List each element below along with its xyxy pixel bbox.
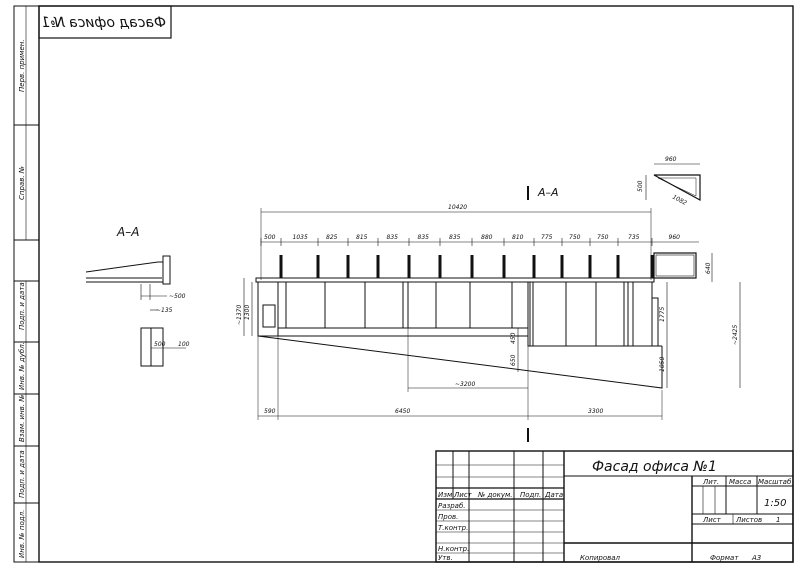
- segment-dim: 735: [628, 234, 640, 241]
- svg-text:Изм: Изм: [438, 491, 453, 499]
- svg-text:1300: 1300: [244, 305, 251, 320]
- segment-dim: 835: [387, 234, 399, 241]
- canopy-post: [407, 255, 411, 278]
- svg-text:650: 650: [510, 354, 517, 366]
- overall-dim: 10420: [448, 204, 467, 211]
- canopy-post: [588, 255, 592, 278]
- canopy-post: [376, 255, 380, 278]
- svg-text:Разраб.: Разраб.: [438, 502, 466, 510]
- svg-text:Лист: Лист: [453, 491, 473, 499]
- svg-text:Формат: Формат: [710, 554, 739, 562]
- segment-dim: 500: [264, 234, 276, 241]
- svg-text:№ докум.: № докум.: [477, 491, 513, 499]
- side-strip: Перв. примен. Справ. № Подп. и дата Инв.…: [13, 5, 40, 563]
- svg-text:~2425: ~2425: [732, 325, 739, 345]
- svg-text:3300: 3300: [588, 408, 603, 415]
- svg-text:Лист: Лист: [702, 516, 722, 524]
- mirrored-title-box: Фасад офиса №1: [38, 5, 172, 39]
- canopy-post: [560, 255, 564, 278]
- segment-dim: 825: [326, 234, 338, 241]
- strip-label: Инв. № подл.: [18, 510, 26, 558]
- segment-dim: 960: [669, 234, 681, 241]
- title-block-title: Фасад офиса №1: [592, 459, 717, 475]
- canopy-post: [470, 255, 474, 278]
- segment-dim: 810: [512, 234, 524, 241]
- canopy-post: [346, 255, 350, 278]
- section-label: А–А: [116, 225, 139, 239]
- svg-text:450: 450: [510, 332, 517, 344]
- svg-text:Пров.: Пров.: [438, 513, 458, 521]
- segment-dim: 880: [481, 234, 493, 241]
- facade-elevation: А–А 10420 500 1035 825 815 835 835 835 880 810 77…: [236, 156, 741, 442]
- svg-text:590: 590: [264, 408, 276, 415]
- title-block: Фасад офиса №1 Изм Лист № докум. Подп. Д…: [435, 450, 794, 563]
- section-detail: А–А ~500 ~135 500 100: [85, 225, 190, 367]
- svg-text:~135: ~135: [156, 307, 173, 314]
- strip-label: Взам. инв. №: [18, 394, 26, 442]
- segment-dim: 750: [569, 234, 581, 241]
- svg-text:~3200: ~3200: [455, 381, 475, 388]
- svg-text:Копировал: Копировал: [580, 554, 621, 562]
- svg-text:6450: 6450: [395, 408, 410, 415]
- segment-dim: 1035: [293, 234, 308, 241]
- svg-text:960: 960: [665, 156, 677, 163]
- strip-label: Подп. и дата: [18, 450, 26, 498]
- scale-value: 1:50: [764, 498, 786, 509]
- segment-dim: 750: [597, 234, 609, 241]
- svg-text:Масса: Масса: [729, 478, 751, 486]
- svg-text:500: 500: [637, 180, 644, 192]
- svg-text:Утв.: Утв.: [438, 554, 453, 562]
- svg-text:~1370: ~1370: [236, 305, 243, 325]
- svg-text:Листов: Листов: [735, 516, 762, 524]
- svg-text:500: 500: [154, 341, 166, 348]
- segment-dim: 815: [356, 234, 368, 241]
- svg-text:1050: 1050: [659, 357, 666, 372]
- segment-dim: 775: [541, 234, 553, 241]
- canopy-post: [532, 255, 536, 278]
- svg-text:Н.контр.: Н.контр.: [438, 545, 469, 553]
- segment-dim: 835: [449, 234, 461, 241]
- svg-text:640: 640: [705, 262, 712, 274]
- svg-text:Масштаб: Масштаб: [758, 478, 792, 486]
- svg-text:1775: 1775: [659, 307, 666, 322]
- section-label-right: А–А: [537, 186, 559, 199]
- svg-text:1082: 1082: [671, 194, 688, 207]
- strip-label: Подп. и дата: [18, 282, 26, 330]
- strip-label: Справ. №: [18, 166, 26, 200]
- canopy-post: [616, 255, 620, 278]
- canopy-post: [279, 255, 283, 278]
- canopy-post: [316, 255, 320, 278]
- canopy-post: [502, 255, 506, 278]
- canopy-post: [650, 255, 654, 278]
- svg-text:1: 1: [776, 516, 780, 524]
- svg-text:Т.контр.: Т.контр.: [438, 524, 468, 532]
- svg-text:100: 100: [178, 341, 190, 348]
- svg-text:Подп.: Подп.: [520, 491, 541, 499]
- strip-label: Перв. примен.: [18, 39, 26, 92]
- strip-label: Инв. № дубл.: [18, 342, 26, 390]
- segment-dim: 835: [418, 234, 430, 241]
- canopy-post: [438, 255, 442, 278]
- mirrored-title: Фасад офиса №1: [41, 15, 166, 31]
- svg-text:А3: А3: [751, 554, 761, 562]
- sheet-frame: [38, 5, 794, 563]
- svg-text:~500: ~500: [169, 293, 186, 300]
- svg-text:Дата: Дата: [544, 491, 563, 499]
- svg-text:Лит.: Лит.: [702, 478, 719, 486]
